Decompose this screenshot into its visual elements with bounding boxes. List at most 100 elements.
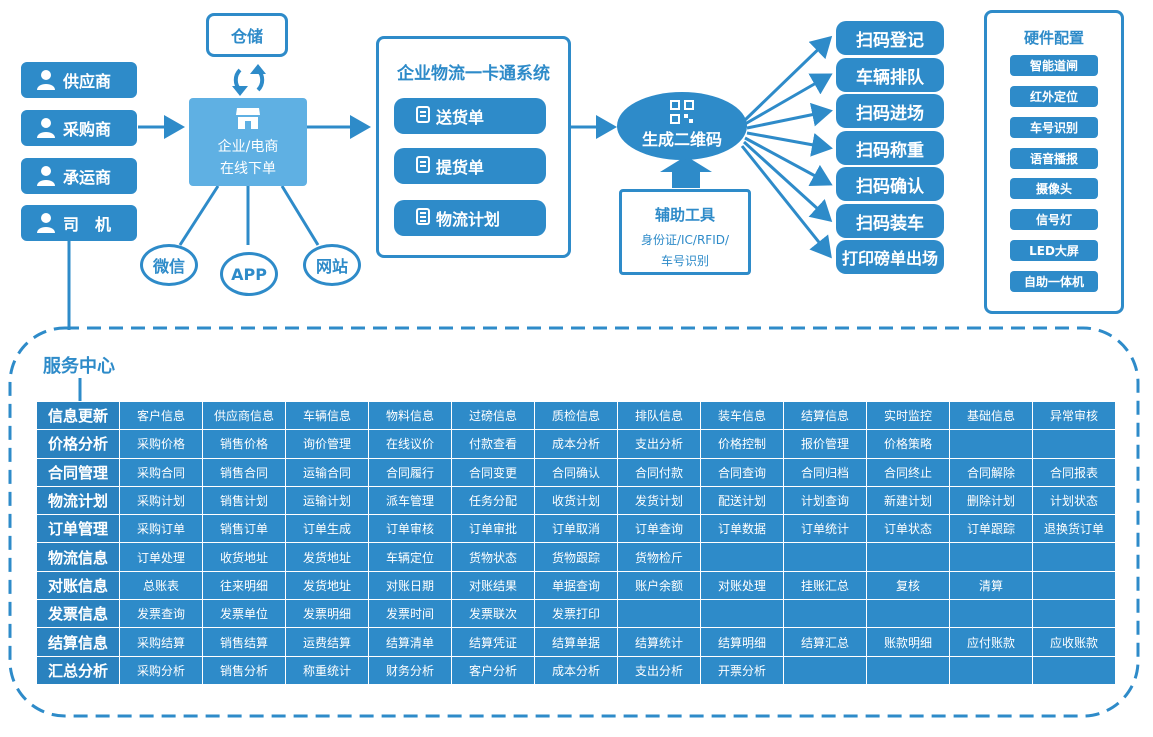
- table-cell: 称重统计: [285, 655, 369, 686]
- channel-label: 网站: [315, 257, 348, 276]
- table-cell: 订单审核: [368, 514, 452, 544]
- row-header: 信息更新: [36, 400, 120, 431]
- table-cell: 订单查询: [617, 514, 701, 544]
- list-icon: [416, 207, 430, 229]
- role-label: 司 机: [63, 215, 112, 234]
- table-cell: 计划查询: [783, 485, 867, 516]
- table-cell: [1032, 542, 1116, 572]
- table-row: 对账信息总账表往来明细发货地址对账日期对账结果单据查询账户余额对账处理挂账汇总复…: [36, 570, 1116, 601]
- table-cell: [866, 655, 950, 686]
- hardware-item-label: 自助一体机: [1023, 275, 1084, 289]
- table-cell: 结算凭证: [451, 627, 535, 657]
- hardware-item: 红外定位: [1010, 86, 1098, 107]
- hardware-item: 车号识别: [1010, 117, 1098, 138]
- table-row: 订单管理采购订单销售订单订单生成订单审核订单审批订单取消订单查询订单数据订单统计…: [36, 514, 1116, 544]
- table-row: 汇总分析采购分析销售分析称重统计财务分析客户分析成本分析支出分析开票分析: [36, 655, 1116, 686]
- table-cell: [949, 599, 1033, 629]
- row-header: 结算信息: [36, 627, 120, 657]
- table-cell: [783, 542, 867, 572]
- row-header: 对账信息: [36, 570, 120, 601]
- table-cell: 车辆信息: [285, 400, 369, 431]
- table-cell: 订单状态: [866, 514, 950, 544]
- table-cell: 采购分析: [119, 655, 203, 686]
- table-cell: 物料信息: [368, 400, 452, 431]
- table-cell: 计划状态: [1032, 485, 1116, 516]
- order-center-line1: 企业/电商: [217, 139, 279, 155]
- aux-line2: 车号识别: [660, 254, 709, 268]
- table-cell: [1032, 599, 1116, 629]
- table-cell: 销售结算: [202, 627, 286, 657]
- table-cell: 货物状态: [451, 542, 535, 572]
- table-row: 发票信息发票查询发票单位发票明细发票时间发票联次发票打印: [36, 599, 1116, 629]
- hardware-title: 硬件配置: [1023, 29, 1084, 47]
- table-cell: 销售价格: [202, 429, 286, 459]
- table-row: 合同管理采购合同销售合同运输合同合同履行合同变更合同确认合同付款合同查询合同归档…: [36, 457, 1116, 487]
- table-cell: [949, 429, 1033, 459]
- table-cell: 订单取消: [534, 514, 618, 544]
- table-cell: 新建计划: [866, 485, 950, 516]
- order-center-box: 企业/电商 在线下单: [189, 98, 307, 186]
- table-cell: 订单生成: [285, 514, 369, 544]
- scan-action-label: 扫码登记: [856, 30, 924, 51]
- document-icon: [416, 105, 430, 127]
- scan-action-label: 扫码称重: [856, 140, 924, 161]
- warehouse-box: 仓储: [206, 13, 288, 57]
- order-to-website-line: [280, 185, 320, 246]
- table-cell: 质检信息: [534, 400, 618, 431]
- role-carrier: 承运商: [21, 158, 137, 194]
- table-cell: [949, 542, 1033, 572]
- table-cell: 订单统计: [783, 514, 867, 544]
- table-cell: 订单处理: [119, 542, 203, 572]
- hardware-item-label: 语音播报: [1029, 152, 1078, 166]
- table-cell: 异常审核: [1032, 400, 1116, 431]
- scan-action-label: 扫码进场: [856, 103, 924, 124]
- role-supplier: 供应商: [21, 62, 137, 98]
- table-cell: 结算统计: [617, 627, 701, 657]
- table-cell: 排队信息: [617, 400, 701, 431]
- table-cell: 发货地址: [285, 570, 369, 601]
- table-cell: 在线议价: [368, 429, 452, 459]
- table-cell: 成本分析: [534, 655, 618, 686]
- scan-action-load: 扫码装车: [836, 204, 944, 238]
- qrcode-icon: [617, 100, 747, 124]
- table-cell: 过磅信息: [451, 400, 535, 431]
- table-cell: [949, 655, 1033, 686]
- service-center-title: 服务中心: [43, 356, 115, 377]
- table-cell: 发票时间: [368, 599, 452, 629]
- table-cell: 财务分析: [368, 655, 452, 686]
- table-cell: [866, 599, 950, 629]
- service-center-frame: [8, 326, 1140, 718]
- table-cell: 发票联次: [451, 599, 535, 629]
- role-buyer: 采购商: [21, 110, 137, 146]
- table-cell: 询价管理: [285, 429, 369, 459]
- system-item-delivery: 送货单: [394, 98, 546, 134]
- channel-label: 微信: [152, 257, 185, 276]
- table-cell: 账户余额: [617, 570, 701, 601]
- table-cell: 应收账款: [1032, 627, 1116, 657]
- table-cell: 清算: [949, 570, 1033, 601]
- table-cell: 删除计划: [949, 485, 1033, 516]
- table-row: 物流计划采购计划销售计划运输计划派车管理任务分配收货计划发货计划配送计划计划查询…: [36, 485, 1116, 516]
- store-icon: [189, 106, 307, 130]
- table-cell: 支出分析: [617, 655, 701, 686]
- table-cell: 收货地址: [202, 542, 286, 572]
- scan-action-weigh: 扫码称重: [836, 131, 944, 165]
- table-cell: 结算汇总: [783, 627, 867, 657]
- hardware-item: 自助一体机: [1010, 271, 1098, 292]
- hardware-item-label: LED大屏: [1029, 244, 1079, 258]
- table-cell: 价格控制: [700, 429, 784, 459]
- scan-action-enter: 扫码进场: [836, 94, 944, 128]
- table-cell: [700, 542, 784, 572]
- system-item-plan: 物流计划: [394, 200, 546, 236]
- row-header: 价格分析: [36, 429, 120, 459]
- table-cell: 成本分析: [534, 429, 618, 459]
- table-cell: 合同归档: [783, 457, 867, 487]
- hardware-item: 摄像头: [1010, 178, 1098, 199]
- row-header: 合同管理: [36, 457, 120, 487]
- row-header: 订单管理: [36, 514, 120, 544]
- qrcode-node: 生成二维码: [617, 92, 747, 160]
- scan-action-label: 扫码确认: [856, 176, 924, 197]
- table-cell: 运费结算: [285, 627, 369, 657]
- scan-action-confirm: 扫码确认: [836, 167, 944, 201]
- table-cell: 账款明细: [866, 627, 950, 657]
